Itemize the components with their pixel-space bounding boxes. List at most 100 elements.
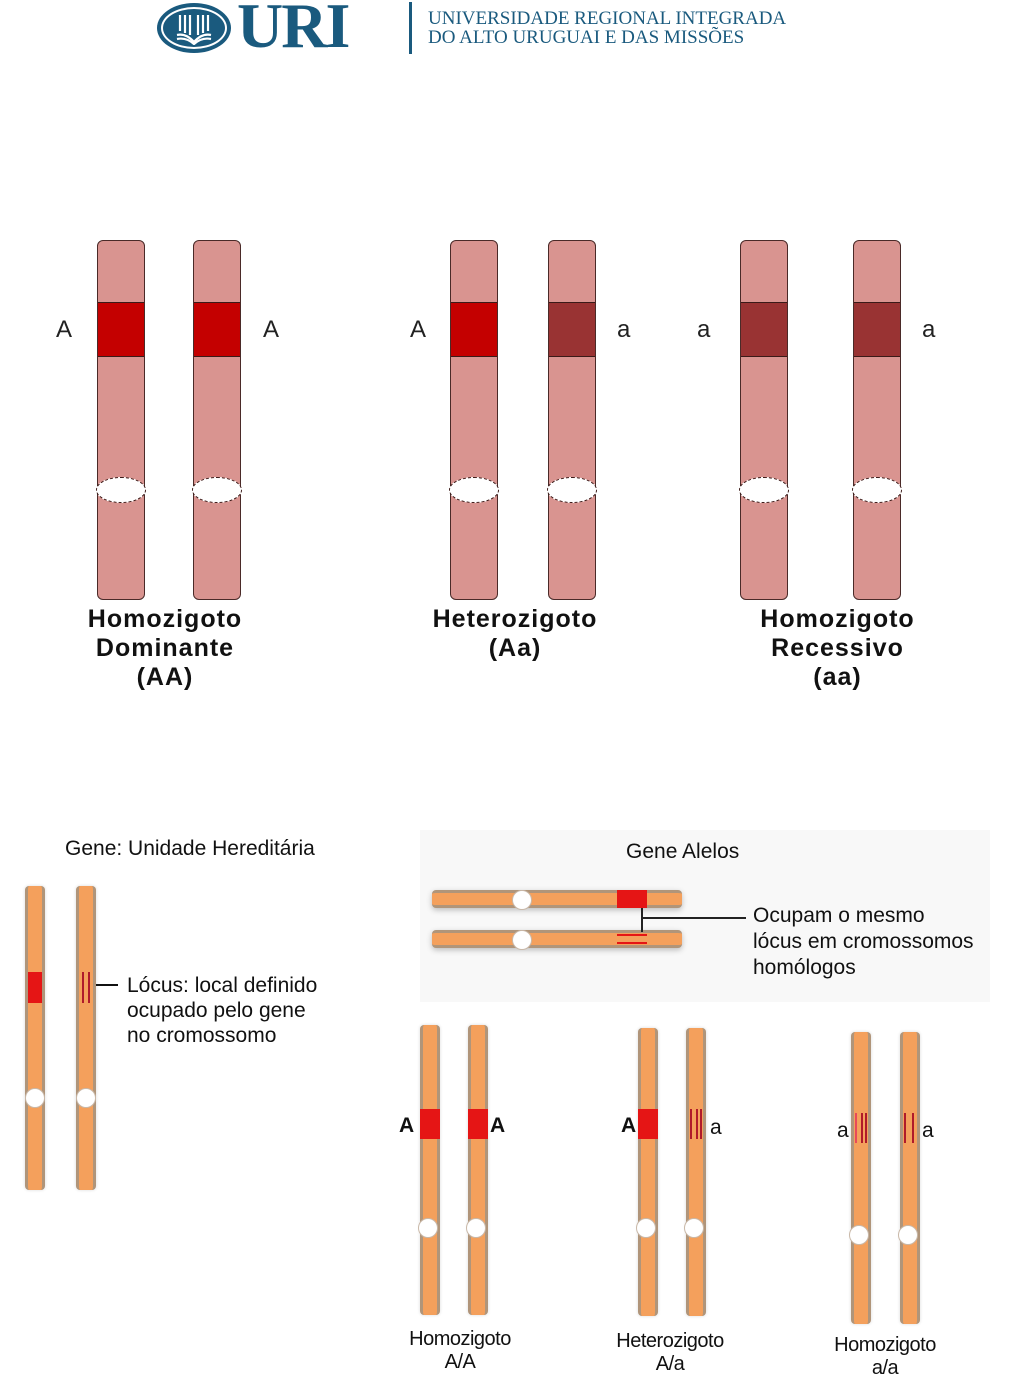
allele-label-left: A xyxy=(399,1114,415,1137)
chromosome xyxy=(739,240,789,600)
centromere xyxy=(449,477,499,503)
chromosome xyxy=(636,1028,658,1316)
chromosome xyxy=(449,240,499,600)
chromosome xyxy=(898,1032,920,1324)
allele-band-dominant xyxy=(194,302,240,357)
caption-homozygous-recessive: Homozigoto Recessivo (aa) xyxy=(700,605,975,692)
institution-name-line2: DO ALTO URUGUAI E DAS MISSÕES xyxy=(428,27,745,48)
caption-line: Dominante xyxy=(95,634,235,662)
caption-heterozygous-Aa: Heterozigoto A/a xyxy=(590,1330,750,1376)
pointer-line-horizontal xyxy=(642,917,746,919)
centromere xyxy=(636,1218,656,1238)
caption-line: Heterozigoto xyxy=(432,605,598,633)
allele-band-recessive xyxy=(854,302,900,357)
note-line: homólogos xyxy=(753,956,856,979)
allele-label-left: a xyxy=(697,316,711,343)
chromosome-horizontal xyxy=(432,890,682,910)
allele-label-right: A xyxy=(263,316,280,343)
caption-line: Recessivo xyxy=(771,634,904,662)
caption-homozygous-aa: Homozigoto a/a xyxy=(805,1334,965,1380)
allele-label-right: a xyxy=(617,316,631,343)
locus-description: Lócus: local definido ocupado pelo gene … xyxy=(127,973,317,1048)
allele-band-recessive xyxy=(690,1109,702,1139)
allele-label-right: A xyxy=(490,1114,506,1137)
caption-line: Homozigoto xyxy=(760,605,915,633)
allele-band-dominant xyxy=(98,302,144,357)
note-line: lócus em cromossomos xyxy=(753,930,974,953)
allele-band-recessive xyxy=(617,934,647,944)
caption-line: a/a xyxy=(871,1357,899,1379)
caption-line: Heterozigoto xyxy=(616,1330,724,1352)
allele-label-left: A xyxy=(410,316,427,343)
institution-name-line1: UNIVERSIDADE REGIONAL INTEGRADA xyxy=(428,8,787,29)
gene-band xyxy=(28,972,42,1003)
locus-line: ocupado pelo gene xyxy=(127,999,306,1022)
centromere xyxy=(466,1218,486,1238)
chromosome xyxy=(852,240,902,600)
centromere xyxy=(76,1088,96,1108)
allele-band-dominant xyxy=(617,890,647,908)
chromosome xyxy=(25,886,45,1190)
caption-line: Homozigoto xyxy=(409,1328,511,1350)
centromere xyxy=(547,477,597,503)
chromosome xyxy=(547,240,597,600)
allele-band-dominant xyxy=(638,1109,658,1139)
logo-acronym: URI xyxy=(237,0,350,61)
caption-line: Homozigoto xyxy=(834,1334,936,1356)
allele-label-left: a xyxy=(837,1119,849,1142)
centromere xyxy=(852,477,902,503)
caption-heterozygous: Heterozigoto (Aa) xyxy=(375,605,655,663)
allele-band-recessive xyxy=(904,1113,914,1143)
centromere xyxy=(684,1218,704,1238)
allele-band-recessive xyxy=(741,302,787,357)
centromere xyxy=(512,890,532,910)
chromosome xyxy=(76,886,96,1190)
chromosome-horizontal xyxy=(432,930,682,950)
caption-homozygous-dominant: Homozigoto Dominante (AA) xyxy=(30,605,300,692)
allele-band-dominant xyxy=(468,1109,488,1139)
allele-label-right: a xyxy=(922,316,936,343)
centromere xyxy=(192,477,242,503)
centromere xyxy=(512,930,532,950)
locus-lines xyxy=(82,972,90,1003)
chromosome xyxy=(684,1028,706,1316)
note-line: Ocupam o mesmo xyxy=(753,904,925,927)
allele-band-recessive xyxy=(549,302,595,357)
gene-alleles-note: Ocupam o mesmo lócus em cromossomos homó… xyxy=(753,903,974,981)
caption-line: (AA) xyxy=(136,663,194,691)
locus-line: no cromossomo xyxy=(127,1024,277,1047)
allele-band-recessive xyxy=(855,1113,867,1143)
gene-unit-title: Gene: Unidade Hereditária xyxy=(65,837,315,860)
gene-alleles-panel: Gene Alelos Ocupam o mesmo lócus em crom… xyxy=(420,830,990,1002)
centromere xyxy=(25,1088,45,1108)
logo-divider xyxy=(409,2,412,54)
locus-line: Lócus: local definido xyxy=(127,974,318,997)
locus-pointer-line xyxy=(96,984,118,986)
caption-line: A/A xyxy=(444,1351,476,1373)
centromere xyxy=(96,477,146,503)
caption-line: A/a xyxy=(655,1353,685,1375)
pointer-line-vertical xyxy=(641,908,643,932)
allele-band-dominant xyxy=(451,302,497,357)
gene-alleles-title: Gene Alelos xyxy=(626,840,740,863)
allele-label-left: A xyxy=(56,316,73,343)
university-emblem-icon xyxy=(157,3,231,53)
book-icon xyxy=(176,15,212,45)
centromere xyxy=(849,1225,869,1245)
caption-homozygous-AA: Homozigoto A/A xyxy=(380,1328,540,1374)
caption-line: Homozigoto xyxy=(87,605,243,633)
caption-line: (Aa) xyxy=(488,634,542,662)
chromosome xyxy=(466,1025,488,1315)
chromosome xyxy=(418,1025,440,1315)
allele-label-left: A xyxy=(621,1114,637,1137)
centromere xyxy=(418,1218,438,1238)
allele-label-right: a xyxy=(922,1119,934,1142)
allele-label-right: a xyxy=(710,1116,722,1139)
centromere xyxy=(739,477,789,503)
chromosome xyxy=(192,240,242,600)
caption-line: (aa) xyxy=(813,663,862,691)
centromere xyxy=(898,1225,918,1245)
chromosome xyxy=(96,240,146,600)
chromosome xyxy=(849,1032,871,1324)
allele-band-dominant xyxy=(420,1109,440,1139)
